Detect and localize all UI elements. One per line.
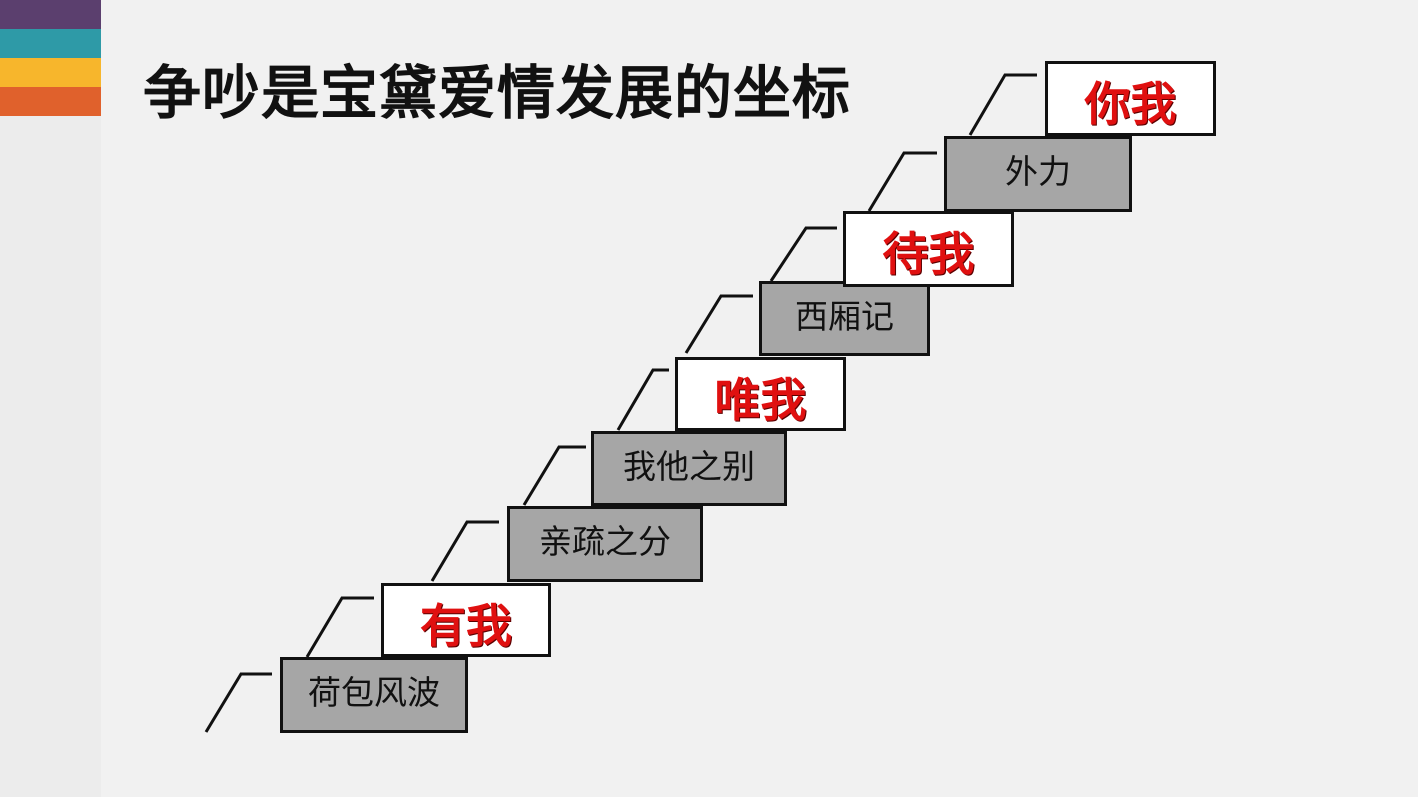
stripe-teal bbox=[0, 29, 101, 58]
step-1-label: 荷包风波 bbox=[308, 673, 440, 712]
step-3-label: 亲疏之分 bbox=[539, 522, 671, 561]
connector-line bbox=[867, 151, 937, 212]
step-8-label: 外力 bbox=[1005, 152, 1071, 191]
connector-line bbox=[769, 226, 837, 282]
connector-line bbox=[430, 520, 499, 582]
connector-line bbox=[204, 672, 272, 733]
step-5-label: 唯我 bbox=[714, 373, 807, 427]
connector-line bbox=[522, 445, 586, 506]
step-6-box: 西厢记 bbox=[759, 281, 930, 356]
step-8-box: 外力 bbox=[944, 136, 1132, 212]
connector-line bbox=[968, 73, 1037, 136]
stripe-orange bbox=[0, 87, 101, 116]
step-7-label: 待我 bbox=[882, 227, 975, 281]
stripe-purple bbox=[0, 0, 101, 29]
connector-line bbox=[684, 294, 753, 354]
accent-stripes bbox=[0, 0, 101, 116]
step-4-label: 我他之别 bbox=[623, 447, 755, 486]
step-7-box: 待我 bbox=[843, 211, 1014, 287]
step-9-label: 你我 bbox=[1084, 77, 1177, 131]
step-6-label: 西厢记 bbox=[795, 297, 894, 336]
step-2-box: 有我 bbox=[381, 583, 551, 657]
stripe-yellow bbox=[0, 58, 101, 87]
step-4-box: 我他之别 bbox=[591, 431, 787, 506]
step-1-box: 荷包风波 bbox=[280, 657, 468, 733]
connector-line bbox=[616, 368, 669, 431]
step-3-box: 亲疏之分 bbox=[507, 506, 703, 582]
step-5-box: 唯我 bbox=[675, 357, 846, 431]
step-9-box: 你我 bbox=[1045, 61, 1216, 136]
slide-title: 争吵是宝黛爱情发展的坐标 bbox=[143, 59, 852, 127]
step-2-label: 有我 bbox=[420, 599, 512, 653]
connector-line bbox=[305, 596, 374, 658]
